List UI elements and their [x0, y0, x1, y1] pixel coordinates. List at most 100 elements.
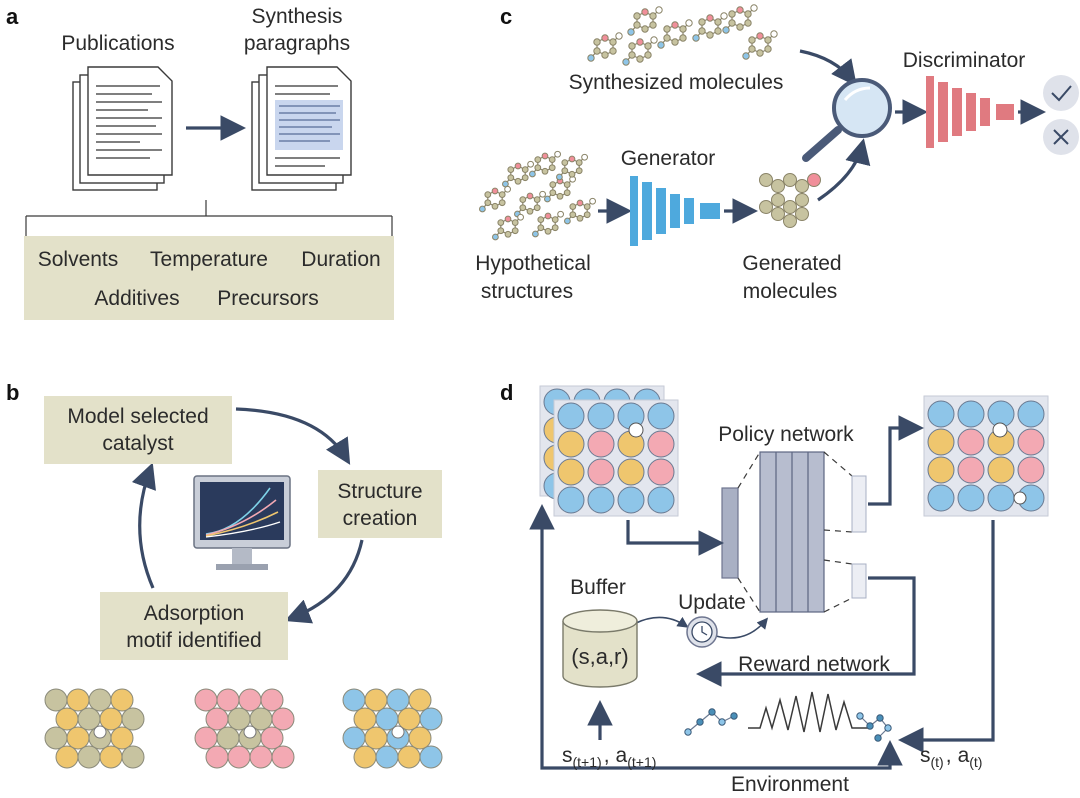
molecule-atom	[730, 712, 738, 720]
molecule-atom	[541, 152, 549, 160]
molecule-atom	[548, 164, 556, 172]
generated-molecule-icon	[759, 173, 821, 228]
surface-atom	[419, 745, 443, 769]
molecule-atom	[783, 173, 797, 187]
molecule-atom	[759, 200, 773, 214]
cycle-arrow-top	[235, 407, 351, 465]
environment-molecule-left	[684, 708, 738, 736]
molecule-atom	[492, 233, 499, 241]
generator-network-icon	[630, 176, 720, 246]
environment-loop-arrow	[720, 740, 903, 770]
molecule-atom	[507, 166, 515, 173]
molecule-atom	[685, 19, 693, 27]
panel-c: c Synthesized molecules Discriminator Ge…	[475, 4, 1079, 303]
lattice-atom	[927, 484, 955, 512]
molecule-atom	[771, 179, 785, 193]
parameters-box	[24, 236, 394, 320]
molecule-atom	[706, 14, 714, 22]
molecule-atom	[783, 200, 797, 214]
molecule-atom	[504, 215, 512, 223]
state-feedback-arrow	[529, 504, 720, 770]
molecule-atom	[511, 227, 519, 235]
molecule-atom	[581, 153, 588, 161]
molecule-atom	[526, 207, 534, 215]
publications-label: Publications	[61, 32, 174, 55]
environment-label: Environment	[731, 773, 849, 796]
molecule-atom	[795, 179, 809, 193]
molecule-atom	[771, 193, 785, 207]
molecule-atom	[561, 167, 569, 175]
molecule-atom	[698, 18, 706, 26]
molecule-atom	[526, 192, 534, 200]
structure-creation-box	[318, 470, 442, 538]
molecule-atom	[744, 10, 752, 18]
molecule-atom	[718, 718, 726, 726]
molecule-atom	[556, 173, 563, 181]
surface-atom	[121, 745, 145, 769]
lattice-atom	[987, 456, 1015, 484]
molecule-atom	[696, 718, 704, 726]
molecule-atom	[544, 227, 552, 235]
molecule-atom	[657, 41, 665, 49]
reward-return-arrow	[696, 576, 916, 687]
molecule-atom	[533, 204, 541, 212]
molecule-atom	[554, 150, 561, 158]
adsorbate-atom	[1013, 491, 1027, 505]
hypothetical-label-line1: Hypothetical	[475, 252, 591, 275]
molecule-atom	[521, 166, 529, 173]
surface-atom	[353, 707, 377, 731]
surface-atom	[408, 726, 432, 750]
param-precursors: Precursors	[217, 287, 319, 310]
hypothetical-molecule-cluster	[479, 150, 596, 241]
lattice-atom	[617, 458, 645, 486]
lattice-atom	[557, 430, 585, 458]
molecule-atom	[511, 219, 519, 226]
cross-icon	[1043, 119, 1079, 155]
molecule-atom	[728, 19, 736, 27]
synthesized-to-lens-arrow	[799, 49, 857, 87]
lattice-atom	[957, 428, 985, 456]
surface-atom	[364, 726, 388, 750]
lattice-atom	[557, 402, 585, 430]
molecule-atom	[684, 728, 692, 736]
surface-atom	[194, 688, 218, 712]
molecule-atom	[884, 724, 892, 732]
surface-atom	[216, 726, 240, 750]
state-to-policy-arrow	[626, 520, 724, 556]
molecule-atom	[663, 34, 671, 42]
molecule-atom	[636, 38, 644, 46]
molecule-atom	[722, 26, 730, 34]
molecule-atom	[576, 214, 584, 222]
surface-atom	[99, 745, 123, 769]
lattice-atom	[927, 428, 955, 456]
molecule-atom	[650, 36, 658, 44]
lattice-atom	[647, 402, 675, 430]
molecule-atom	[736, 6, 744, 14]
lattice-atom	[957, 456, 985, 484]
panel-d: d Policy network	[500, 380, 1049, 796]
molecule-atom	[633, 21, 641, 29]
lattice-atom	[587, 402, 615, 430]
molecule-atom	[498, 191, 506, 198]
panel-a: a Publications Synthesis paragraphs	[6, 4, 394, 320]
policy-to-action-arrow	[868, 415, 924, 506]
generated-to-lens-arrow	[817, 138, 871, 202]
molecule-atom	[537, 224, 545, 232]
molecule-atom	[557, 210, 564, 218]
surface-atom	[238, 688, 262, 712]
discriminator-label: Discriminator	[903, 49, 1026, 72]
molecule-atom	[663, 25, 671, 33]
molecule-atom	[534, 156, 542, 163]
molecule-atom	[615, 32, 623, 40]
molecule-atom	[593, 38, 601, 46]
molecule-atom	[649, 12, 657, 20]
magnifier-icon	[802, 78, 892, 162]
surface-atom	[205, 707, 229, 731]
adsorbate-atom	[391, 725, 405, 739]
molecule-atom	[874, 734, 882, 742]
param-temperature: Temperature	[150, 248, 268, 271]
adsorption-line1: Adsorption	[144, 602, 244, 625]
molecule-atom	[564, 217, 571, 225]
molecule-atom	[568, 170, 576, 178]
surface-atom	[249, 745, 273, 769]
